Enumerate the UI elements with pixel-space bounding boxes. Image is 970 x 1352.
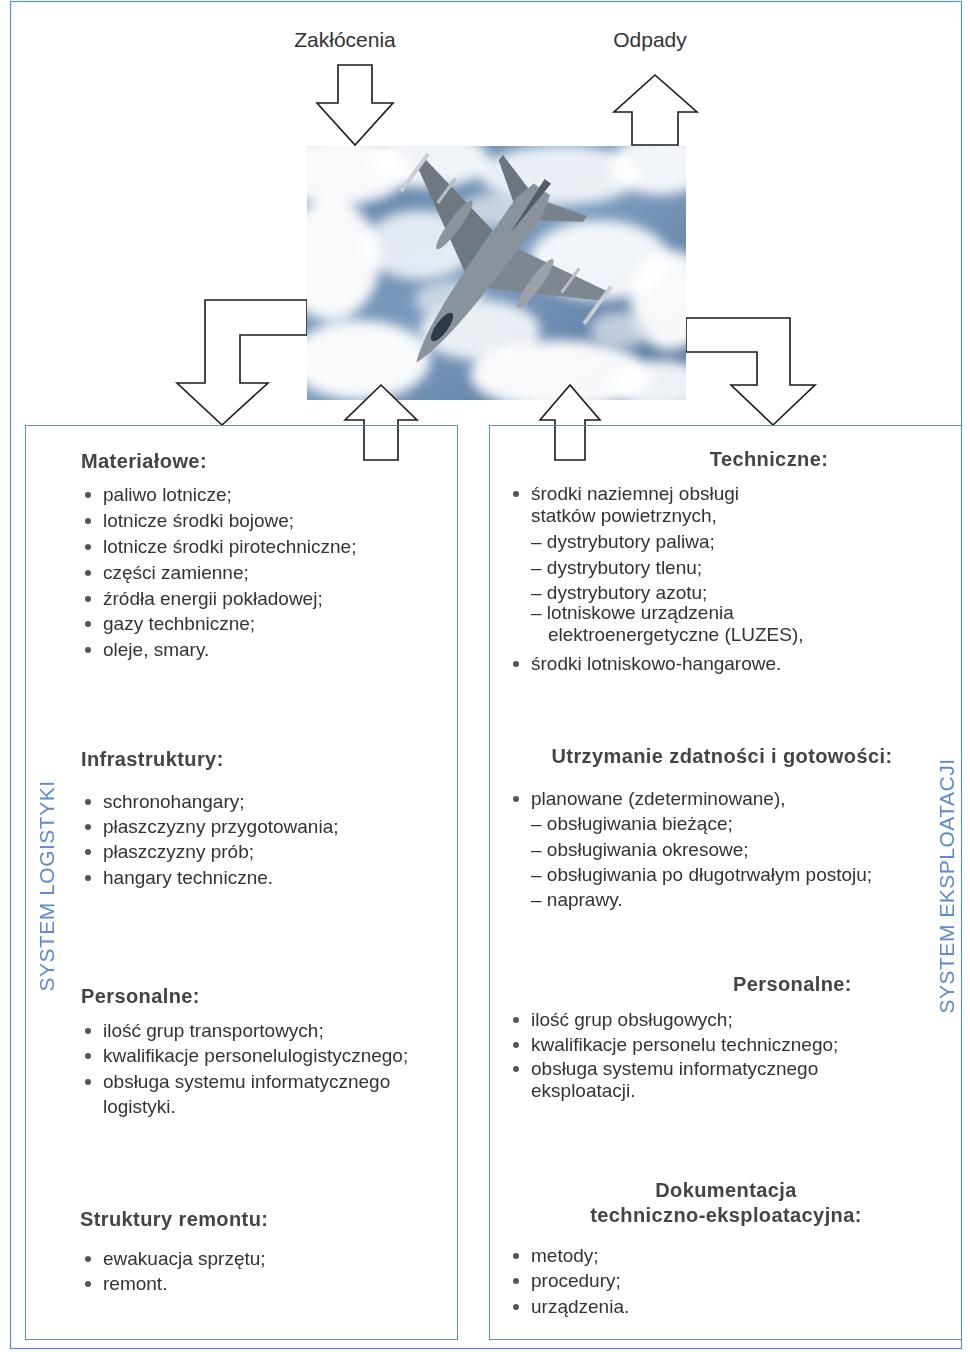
bullet-item: lotnicze środki pirotechniczne; bbox=[103, 534, 356, 559]
system-box: Materiałowe:paliwo lotnicze;lotnicze śro… bbox=[25, 425, 458, 1340]
bullet-item: ilość grup transportowych; bbox=[103, 1018, 324, 1043]
bullet-dot bbox=[85, 596, 91, 602]
bullet-dot bbox=[513, 796, 519, 802]
bullet-item: środki naziemnej obsługi statków powietr… bbox=[531, 483, 771, 527]
bullet-item: paliwo lotnicze; bbox=[103, 482, 232, 507]
sub-item: – obsługiwania po długotrwałym postoju; bbox=[531, 862, 872, 887]
sub-item: – obsługiwania okresowe; bbox=[531, 837, 749, 862]
bullet-dot bbox=[513, 1066, 519, 1072]
bullet-item: metody; bbox=[531, 1243, 599, 1268]
outer-frame bbox=[11, 2, 962, 1349]
section-heading: Personalne: bbox=[81, 984, 200, 1009]
feedback-arrow bbox=[540, 385, 600, 460]
bullet-dot bbox=[85, 544, 91, 550]
sub-item: – dystrybutory tlenu; bbox=[531, 555, 702, 580]
flow-label: Zakłócenia bbox=[294, 27, 396, 53]
bullet-item: gazy techbniczne; bbox=[103, 611, 255, 636]
bullet-dot bbox=[513, 1042, 519, 1048]
bullet-dot bbox=[85, 492, 91, 498]
section-heading: Struktury remontu: bbox=[80, 1207, 268, 1232]
bullet-item: ewakuacja sprzętu; bbox=[103, 1246, 266, 1271]
bullet-dot bbox=[85, 1079, 91, 1085]
block-arrows bbox=[345, 385, 600, 460]
bullet-dot bbox=[513, 1017, 519, 1023]
bullet-dot bbox=[85, 1028, 91, 1034]
section-heading: Utrzymanie zdatności i gotowości: bbox=[551, 744, 892, 769]
bullet-dot bbox=[85, 518, 91, 524]
bullet-dot bbox=[85, 1281, 91, 1287]
section-heading: Dokumentacja techniczno-eksploatacyjna: bbox=[576, 1178, 876, 1228]
bullet-dot bbox=[513, 1304, 519, 1310]
bullet-dot bbox=[85, 570, 91, 576]
bullet-dot bbox=[513, 661, 519, 667]
bullet-dot bbox=[513, 491, 519, 497]
bullet-item: oleje, smary. bbox=[103, 637, 209, 662]
bullet-dot bbox=[85, 824, 91, 830]
bullet-item: ilość grup obsługowych; bbox=[531, 1007, 733, 1032]
bullet-item: środki lotniskowo-hangarowe. bbox=[531, 651, 781, 676]
flow-label: Odpady bbox=[613, 27, 687, 53]
bullet-item: procedury; bbox=[531, 1268, 621, 1293]
bullet-dot bbox=[85, 621, 91, 627]
bullet-item: obsługa systemu informatycznego logistyk… bbox=[103, 1069, 423, 1119]
bullet-item: części zamienne; bbox=[103, 560, 249, 585]
output-arrow bbox=[614, 75, 697, 145]
vertical-system-label: SYSTEM EKSPLOATACJI bbox=[934, 759, 959, 1014]
bullet-dot bbox=[85, 799, 91, 805]
bullet-item: obsługa systemu informatycznego eksploat… bbox=[531, 1058, 851, 1102]
vertical-system-label: SYSTEM LOGISTYKI bbox=[34, 780, 59, 991]
section-heading: Infrastruktury: bbox=[81, 747, 224, 772]
feedback-arrow bbox=[345, 385, 417, 460]
bullet-dot bbox=[85, 1256, 91, 1262]
bullet-item: płaszczyzny prób; bbox=[103, 839, 254, 864]
block-arrows bbox=[177, 65, 815, 425]
section-heading: Techniczne: bbox=[710, 447, 829, 472]
bullet-item: kwalifikacje personelu technicznego; bbox=[531, 1032, 838, 1057]
bullet-item: remont. bbox=[103, 1271, 167, 1296]
bullet-item: planowane (zdeterminowane), bbox=[531, 786, 786, 811]
sub-item: – dystrybutory paliwa; bbox=[531, 529, 715, 554]
jet-photo bbox=[307, 146, 686, 400]
bullet-dot bbox=[85, 849, 91, 855]
bullet-dot bbox=[85, 875, 91, 881]
bullet-dot bbox=[513, 1253, 519, 1259]
bullet-dot bbox=[85, 647, 91, 653]
bullet-item: schronohangary; bbox=[103, 789, 245, 814]
sub-item: – dystrybutory azotu; bbox=[531, 580, 707, 605]
bullet-item: płaszczyzny przygotowania; bbox=[103, 814, 339, 839]
system-box: Techniczne: środki naziemnej obsługi stat… bbox=[489, 425, 962, 1340]
sub-item: – naprawy. bbox=[531, 887, 623, 912]
bullet-dot bbox=[513, 1278, 519, 1284]
bullet-item: lotnicze środki bojowe; bbox=[103, 508, 294, 533]
bullet-item: hangary techniczne. bbox=[103, 865, 273, 890]
input-arrow bbox=[317, 65, 393, 145]
bullet-item: kwalifikacje personelulogistycznego; bbox=[103, 1043, 408, 1068]
bullet-dot bbox=[85, 1053, 91, 1059]
bent-arrow bbox=[686, 318, 815, 425]
section-heading: Materiałowe: bbox=[81, 449, 207, 474]
bullet-item: urządzenia. bbox=[531, 1294, 629, 1319]
bent-arrow bbox=[177, 300, 307, 425]
sub-item: – obsługiwania bieżące; bbox=[531, 811, 733, 836]
bullet-item: źródła energii pokładowej; bbox=[103, 586, 323, 611]
sub-item: – lotniskowe urządzenia elektroenergetyc… bbox=[531, 602, 848, 646]
section-heading: Personalne: bbox=[733, 972, 852, 997]
